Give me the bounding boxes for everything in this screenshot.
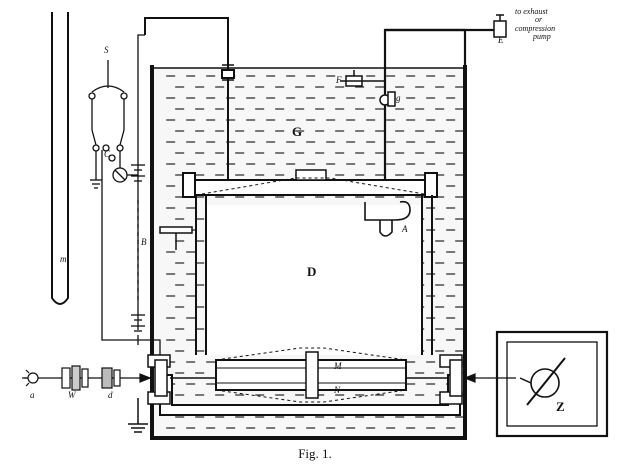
circuit — [88, 34, 161, 355]
stopcock-f-icon — [340, 70, 385, 87]
filter-d-icon — [101, 367, 121, 389]
left-rod — [159, 226, 193, 250]
label-g-small: g — [396, 93, 401, 103]
lens-w-icon — [61, 365, 89, 391]
label-n-tube: N — [334, 385, 341, 395]
label-c: C — [104, 149, 111, 159]
specimen-tube — [170, 347, 448, 403]
left-window — [154, 359, 168, 397]
pump-note-line-3: compression — [515, 23, 556, 33]
label-g: G — [292, 124, 303, 139]
label-m: m — [60, 254, 67, 264]
pump-note-line-4: pump — [533, 32, 551, 42]
pump-note-line-1: to exhaust — [515, 7, 548, 16]
stopcock-g-icon — [379, 91, 396, 107]
inner-chamber-d — [207, 205, 422, 355]
label-d: D — [307, 264, 317, 279]
device-a-icon — [364, 200, 411, 237]
label-f: F — [336, 75, 342, 85]
valve-e-icon — [493, 14, 507, 38]
pump-note-line-2: or — [535, 15, 543, 25]
light-source-icon — [24, 369, 39, 387]
pump-pipe — [383, 28, 498, 185]
label-a-upper: A — [402, 224, 408, 234]
upper-plate — [182, 169, 438, 198]
label-e: E — [498, 35, 504, 45]
label-w: W — [68, 390, 76, 400]
label-m-tube: M — [334, 361, 342, 371]
base-frame — [147, 354, 463, 416]
tank-walls — [150, 65, 467, 440]
pump-note: to exhaust or compression pump — [515, 7, 556, 42]
manometer-tube — [51, 12, 69, 305]
label-z: Z — [556, 399, 565, 414]
figure-caption: Fig. 1. — [298, 446, 332, 461]
label-a-source: a — [30, 390, 35, 400]
ground-icon — [128, 398, 148, 433]
right-window — [449, 359, 463, 397]
supports — [195, 195, 433, 355]
label-b: B — [141, 237, 147, 247]
left-pipe — [144, 17, 235, 185]
detector-z — [495, 330, 609, 438]
label-d-small: d — [108, 390, 113, 400]
label-s: S — [104, 45, 109, 55]
